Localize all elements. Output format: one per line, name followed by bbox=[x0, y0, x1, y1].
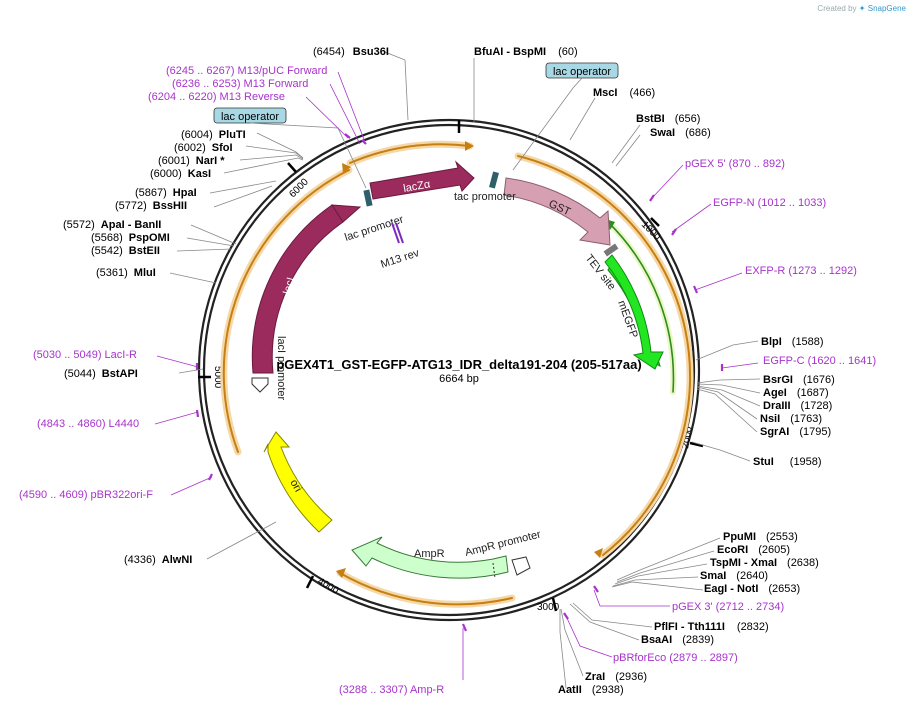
ampr-arrow: AmpR AmpR promoter bbox=[351, 528, 543, 579]
site-nsii: NsiI(1763) bbox=[760, 413, 822, 425]
ampr-promoter-label: AmpR promoter bbox=[464, 528, 543, 559]
site-bsrgi: BsrGI(1676) bbox=[763, 374, 835, 386]
site-tspmi: TspMI - XmaI(2638) bbox=[710, 557, 819, 569]
site-mlui: (5361)MluI bbox=[96, 267, 156, 279]
site-eagi: EagI - NotI(2653) bbox=[704, 583, 800, 595]
lac-promoter-label: lac promoter bbox=[343, 213, 405, 243]
primer-pbrforeco: pBRforEco (2879 .. 2897) bbox=[613, 652, 738, 664]
primer-pbr322ori-f: (4590 .. 4609) pBR322ori-F bbox=[19, 489, 153, 501]
primer-leader-lines bbox=[154, 71, 759, 680]
primer-m13-reverse: (6204 .. 6220) M13 Reverse bbox=[148, 91, 285, 103]
site-alwni: (4336)AlwNI bbox=[124, 554, 192, 566]
tick-label-5000: 5000 bbox=[212, 366, 223, 389]
primer-laci-r: (5030 .. 5049) LacI-R bbox=[33, 349, 137, 361]
snapgene-logo: ✦ bbox=[858, 4, 866, 13]
site-msci: MscI(466) bbox=[593, 87, 655, 99]
lac-operator-badge-left: lac operator bbox=[213, 107, 287, 124]
credit-brand: SnapGene bbox=[867, 4, 906, 13]
tick-1000 bbox=[650, 217, 660, 227]
site-bstbi: BstBI(656) bbox=[636, 113, 700, 125]
megfp-arrow: mEGFP bbox=[604, 254, 664, 370]
m13-rev-label: M13 rev bbox=[379, 247, 421, 271]
credit-prefix: Created by bbox=[817, 4, 857, 13]
lac-operator-label-1: lac operator bbox=[553, 66, 611, 78]
site-ecori: EcoRI(2605) bbox=[717, 544, 790, 556]
primer-labels: (6245 .. 6267) M13/pUC Forward (6236 .. … bbox=[19, 65, 876, 696]
site-pluti: (6004)PluTI bbox=[181, 129, 246, 141]
site-blpi: BlpI(1588) bbox=[761, 336, 824, 348]
site-sfoi: (6002)SfoI bbox=[174, 142, 233, 154]
ori-label: ori bbox=[287, 478, 304, 495]
lac-operator-badge-top: lac operator bbox=[545, 62, 619, 79]
ticks bbox=[198, 120, 704, 612]
site-kasi: (6000)KasI bbox=[150, 168, 211, 180]
primer-pgex-5: pGEX 5' (870 .. 892) bbox=[685, 158, 785, 170]
site-swai: SwaI(686) bbox=[650, 127, 711, 139]
plasmid-name: pGEX4T1_GST-EGFP-ATG13_IDR_delta191-204 … bbox=[276, 357, 641, 372]
tev-site-mark bbox=[603, 243, 619, 257]
tick-4000 bbox=[305, 575, 315, 589]
site-hpai: (5867)HpaI bbox=[135, 187, 197, 199]
site-bsu36i: (6454)Bsu36I bbox=[313, 46, 389, 58]
lacI-arrow: lacI bbox=[251, 204, 362, 374]
site-bfuai: BfuAI - BspMI(60) bbox=[474, 46, 578, 58]
site-zrai: ZraI(2936) bbox=[585, 671, 647, 683]
plasmid-size: 6664 bp bbox=[439, 373, 479, 385]
tick-6000 bbox=[287, 162, 297, 173]
primer-egfp-n: EGFP-N (1012 .. 1033) bbox=[713, 197, 826, 209]
site-pflfi: PflFI - Tth111I(2832) bbox=[654, 621, 769, 633]
primer-egfp-c: EGFP-C (1620 .. 1641) bbox=[763, 355, 876, 367]
site-smai: SmaI(2640) bbox=[700, 570, 768, 582]
m13-rev-mark bbox=[391, 222, 404, 244]
primer-l4440: (4843 .. 4860) L4440 bbox=[37, 418, 139, 430]
lacZ-label: lacZα bbox=[402, 178, 431, 195]
site-pspomi: (5568)PspOMI bbox=[91, 232, 170, 244]
site-bsteii: (5542)BstEII bbox=[91, 245, 160, 257]
site-stui: StuI(1958) bbox=[753, 456, 822, 468]
primer-marks bbox=[195, 133, 724, 632]
site-aatii: AatII(2938) bbox=[558, 684, 624, 696]
laci-promoter-label: lacI promoter bbox=[275, 336, 287, 401]
site-nari: (6001)NarI * bbox=[158, 155, 225, 167]
snapgene-credit: Created by ✦ SnapGene bbox=[817, 4, 906, 13]
primer-m13-puc-forward: (6245 .. 6267) M13/pUC Forward bbox=[166, 65, 327, 77]
ori-arrow: ori bbox=[263, 431, 333, 533]
site-sgrai: SgrAI(1795) bbox=[760, 426, 831, 438]
site-labels: (6454)Bsu36I BfuAI - BspMI(60) MscI(466)… bbox=[63, 46, 835, 696]
lacZ-arrow: lacZα bbox=[369, 160, 475, 200]
lacI-label: lacI bbox=[281, 276, 297, 296]
lac-operator-label-2: lac operator bbox=[221, 111, 279, 123]
tick-2000 bbox=[689, 441, 704, 448]
orf-arcs bbox=[220, 140, 694, 608]
tick-3000 bbox=[551, 597, 558, 612]
primer-m13-forward: (6236 .. 6253) M13 Forward bbox=[172, 78, 308, 90]
primer-exfp-r: EXFP-R (1273 .. 1292) bbox=[745, 265, 857, 277]
site-bsaai: BsaAI(2839) bbox=[641, 634, 714, 646]
site-draiii: DraIII(1728) bbox=[763, 400, 832, 412]
primer-amp-r: (3288 .. 3307) Amp-R bbox=[339, 684, 444, 696]
laci-promoter-arrow bbox=[251, 377, 269, 393]
tick-label-3000: 3000 bbox=[537, 602, 560, 613]
lac-promoter-mark bbox=[363, 171, 499, 207]
site-bsshii: (5772)BssHII bbox=[115, 200, 187, 212]
site-ppumi: PpuMI(2553) bbox=[723, 531, 798, 543]
primer-pgex-3: pGEX 3' (2712 .. 2734) bbox=[672, 601, 784, 613]
site-bstapi: (5044)BstAPI bbox=[64, 368, 138, 380]
tac-promoter-label: tac promoter bbox=[454, 191, 516, 203]
site-apai: (5572)ApaI - BanII bbox=[63, 219, 161, 231]
site-agei: AgeI(1687) bbox=[763, 387, 829, 399]
ampr-label: AmpR bbox=[414, 548, 445, 560]
